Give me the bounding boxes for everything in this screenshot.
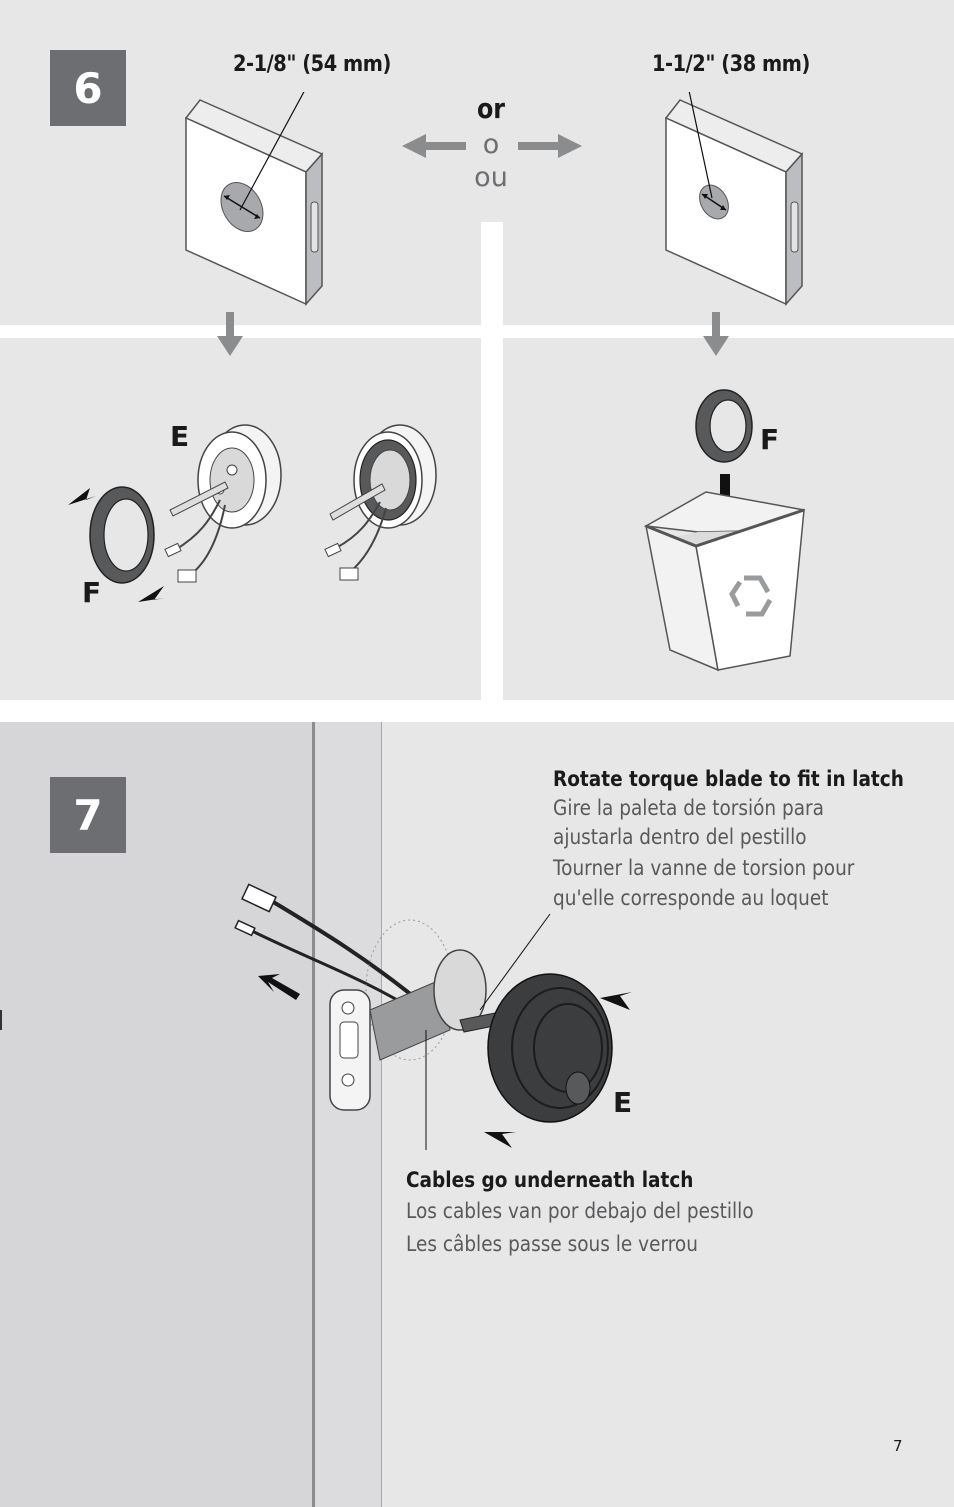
- door-edge-face: [315, 722, 381, 1507]
- cables-instruction: Cables go underneath latch Los cables va…: [406, 1166, 806, 1260]
- label-e-step6: E: [170, 420, 190, 453]
- cables-english: Cables go underneath latch: [406, 1168, 694, 1192]
- rotate-french-1: Tourner la vanne de torsion pour: [553, 856, 855, 880]
- deadbolt-interior-installed: [324, 424, 437, 581]
- rotate-spanish-2: ajustarla dentro del pestillo: [553, 825, 807, 849]
- or-french: ou: [474, 162, 508, 193]
- label-f-left: F: [82, 576, 102, 609]
- rotate-french-2: qu'elle corresponde au loquet: [553, 886, 829, 910]
- page-number: 7: [893, 1437, 903, 1455]
- label-e-step7: E: [613, 1086, 633, 1119]
- door-edge-line: [381, 722, 382, 1507]
- down-arrow-right: [703, 312, 729, 356]
- divider-notch: [481, 222, 503, 338]
- adapter-ring-discard: [695, 389, 753, 463]
- rotate-english: Rotate torque blade to fit in latch: [553, 767, 904, 791]
- cables-french: Les câbles passe sous le verrou: [406, 1232, 698, 1256]
- deadbolt-exterior-installation: [234, 883, 632, 1150]
- door-edge: [312, 722, 315, 1507]
- rotate-spanish-1: Gire la paleta de torsión para: [553, 796, 824, 820]
- or-english: or: [476, 92, 506, 125]
- deadbolt-interior-with-ring: [68, 424, 282, 602]
- step7-number: 7: [50, 777, 126, 853]
- or-spanish: o: [482, 129, 500, 160]
- dimension-large: 2-1/8" (54 mm): [233, 52, 391, 77]
- dimension-small: 1-1/2" (38 mm): [652, 52, 810, 77]
- either-direction-arrow: [402, 134, 582, 158]
- door-block-small-bore: [664, 92, 804, 306]
- door-left-mark: [0, 1010, 2, 1030]
- label-f-right: F: [760, 423, 780, 456]
- rotate-instruction: Rotate torque blade to fit in latch Gire…: [553, 765, 933, 911]
- step6-number: 6: [50, 50, 126, 126]
- cables-spanish: Los cables van por debajo del pestillo: [406, 1199, 754, 1223]
- down-arrow-left: [217, 312, 243, 356]
- recycle-bin: [643, 474, 805, 672]
- door-block-large-bore: [184, 92, 324, 306]
